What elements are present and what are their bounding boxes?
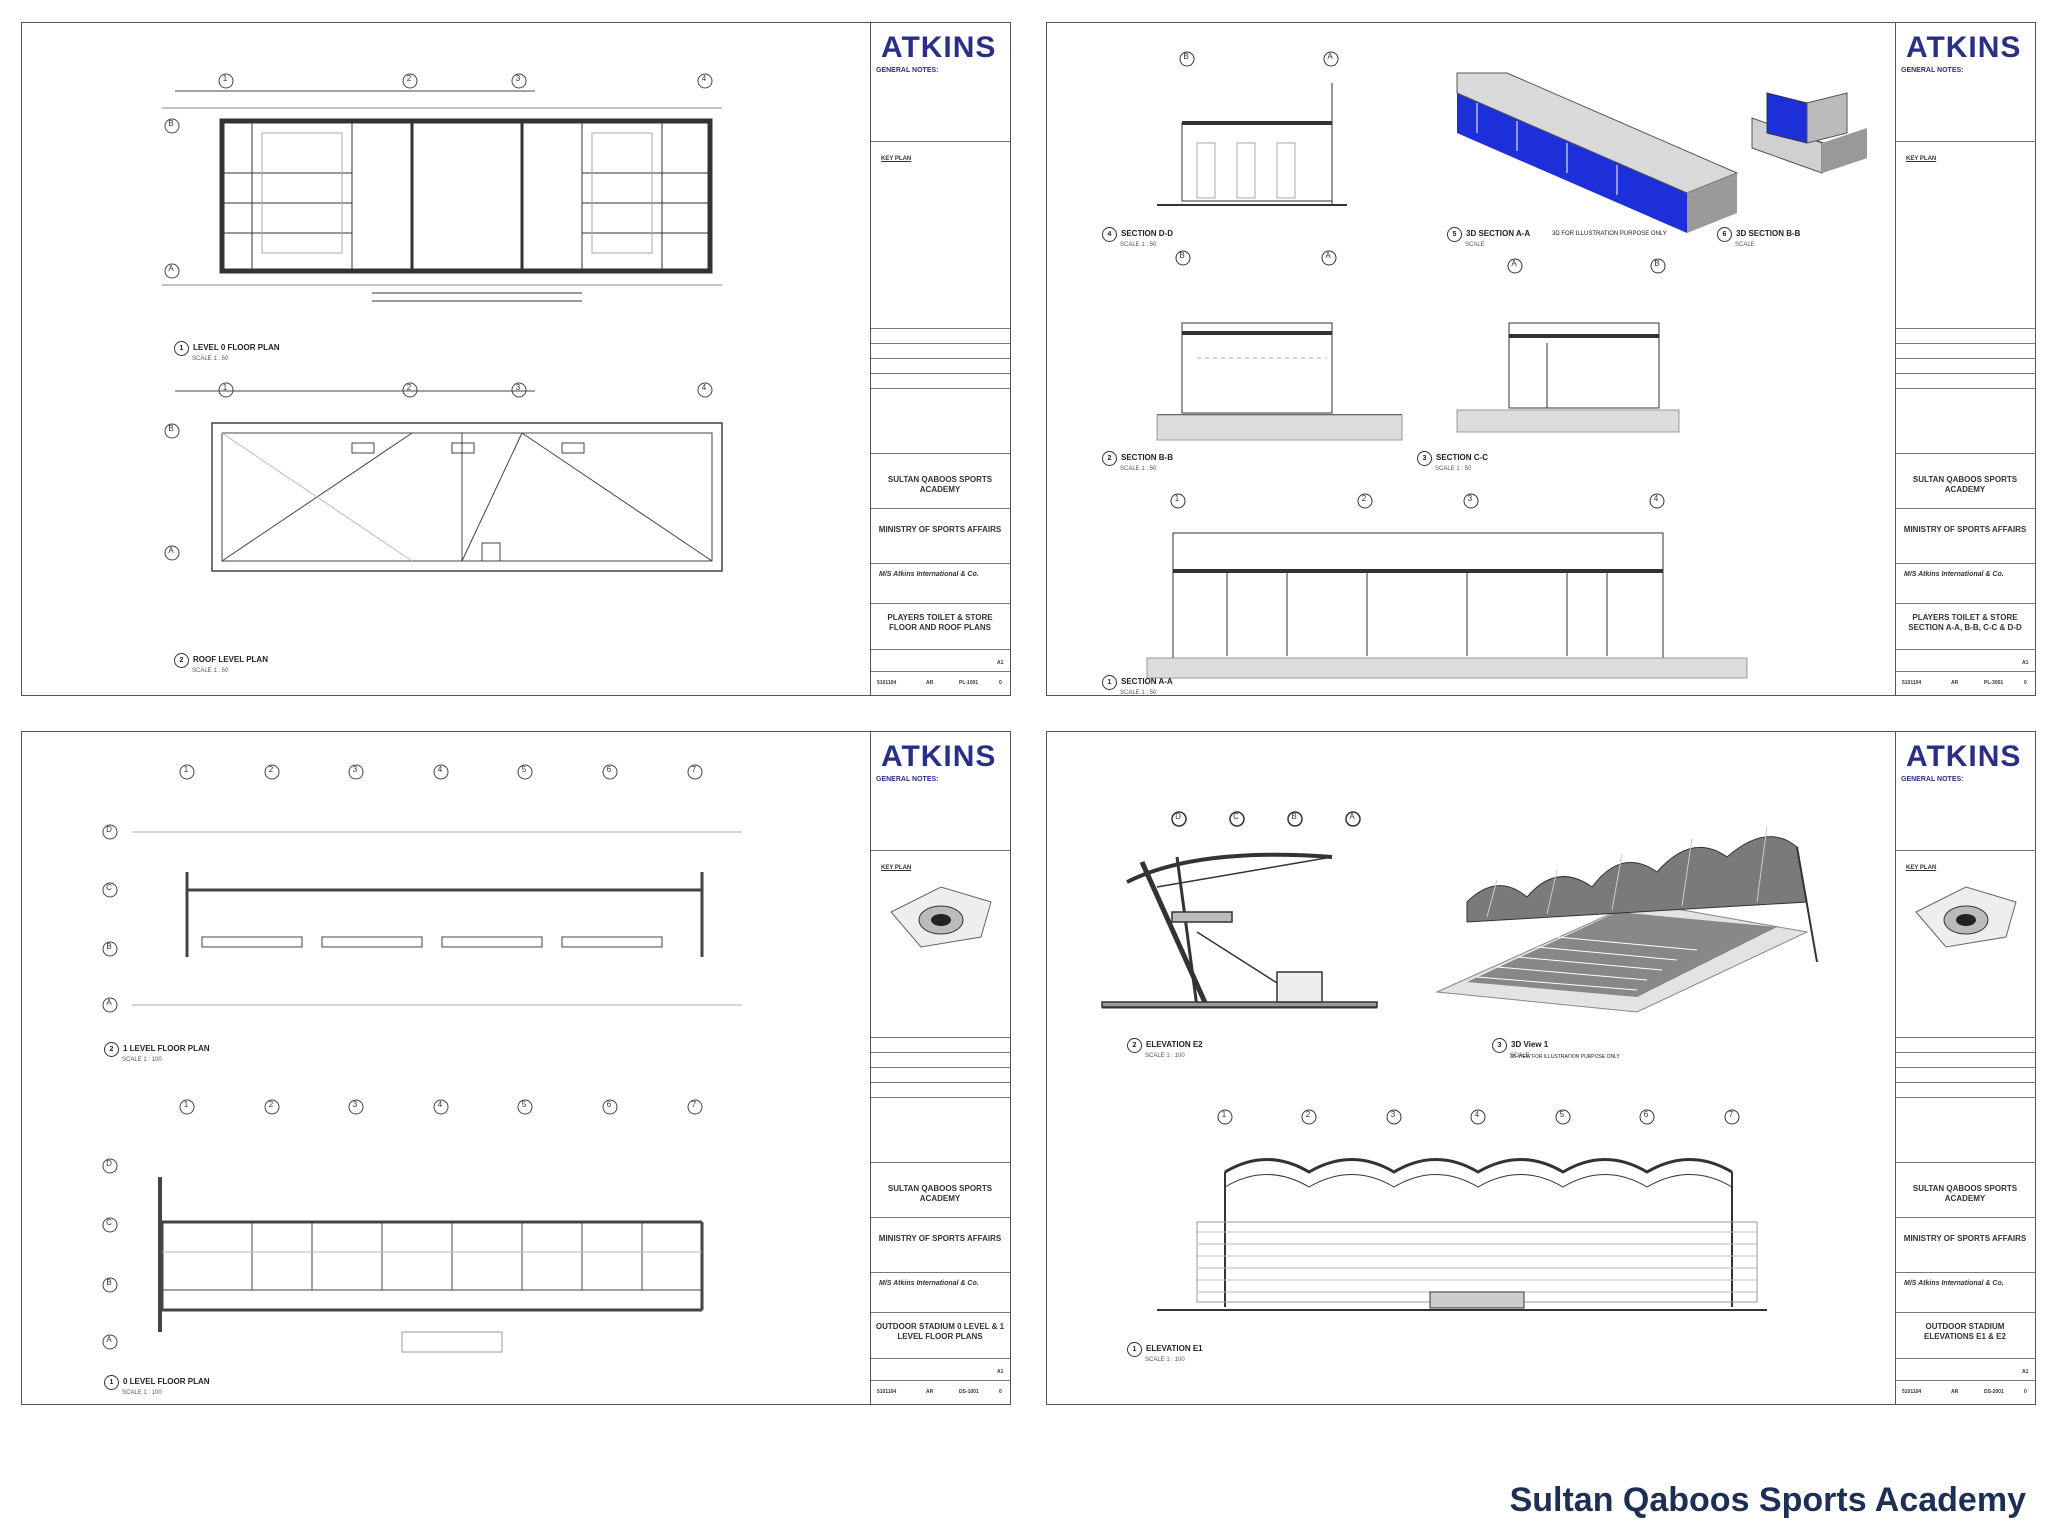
grid-bubble-label: A <box>1511 259 1517 268</box>
grid-bubble-label: 7 <box>1728 1110 1734 1119</box>
grid-bubble-label: 3 <box>515 383 521 392</box>
grid-bubble-label: 2 <box>1361 494 1367 503</box>
grid-bubble-label: 5 <box>521 1100 527 1109</box>
grid-bubble-label: 3 <box>352 1100 358 1109</box>
grid-bubble-label: 7 <box>691 1100 697 1109</box>
grid-bubble-label: A <box>106 1335 112 1344</box>
grid-bubble-label: 4 <box>437 765 443 774</box>
grid-bubble-label: 1 <box>183 1100 189 1109</box>
grid-bubble-label: B <box>1654 259 1660 268</box>
grid-bubble-label: 2 <box>406 383 412 392</box>
illustration-note: 3D VIEW FOR ILLUSTRATION PURPOSE ONLY <box>1510 1054 1620 1060</box>
grid-bubble-label: B <box>1183 52 1189 61</box>
grid-bubble-label: 5 <box>1559 1110 1565 1119</box>
grid-bubble-label: 4 <box>701 383 707 392</box>
grid-bubble-label: A <box>168 546 174 555</box>
grid-bubble-label: B <box>168 119 174 128</box>
grid-bubble-label: 5 <box>521 765 527 774</box>
title-block: ATKINS GENERAL NOTES: KEY PLAN SULTAN QA… <box>870 23 1010 695</box>
grid-bubble-label: C <box>106 1218 112 1227</box>
grid-bubble-label: 4 <box>701 74 707 83</box>
grid-bubble-label: B <box>106 1278 112 1287</box>
grid-bubble-label: 1 <box>183 765 189 774</box>
illustration-note: 3D FOR ILLUSTRATION PURPOSE ONLY <box>1552 231 1667 237</box>
grid-bubble-label: 6 <box>606 1100 612 1109</box>
grid-bubble-label: 1 <box>1174 494 1180 503</box>
grid-bubble-label: 3 <box>352 765 358 774</box>
grid-bubble-label: D <box>106 825 112 834</box>
stadium-plans-drawing <box>102 764 742 1353</box>
grid-bubble-label: B <box>1179 251 1185 260</box>
atkins-logo: ATKINS <box>1906 740 2022 773</box>
sections-drawing <box>1146 51 1867 679</box>
grid-bubble-label: A <box>106 998 112 1007</box>
grid-bubble-label: 2 <box>1305 1110 1311 1119</box>
grid-bubble-label: 2 <box>268 765 274 774</box>
atkins-logo: ATKINS <box>881 31 997 64</box>
atkins-logo: ATKINS <box>881 740 997 773</box>
key-plan-map-icon <box>1915 886 2017 948</box>
grid-bubble-label: B <box>1291 812 1297 821</box>
title-block: ATKINS GENERAL NOTES: KEY PLAN SULTAN QA… <box>1895 23 2035 695</box>
grid-bubble-label: 4 <box>1653 494 1659 503</box>
grid-bubble-label: 3 <box>1467 494 1473 503</box>
grid-bubble-label: 6 <box>606 765 612 774</box>
grid-bubble-label: C <box>1233 812 1239 821</box>
grid-bubble-label: A <box>1349 812 1355 821</box>
grid-bubble-label: 3 <box>515 74 521 83</box>
grid-bubble-label: 3 <box>1390 1110 1396 1119</box>
grid-bubble-label: D <box>1175 812 1181 821</box>
grid-bubble-label: 1 <box>222 74 228 83</box>
grid-bubble-label: 2 <box>406 74 412 83</box>
grid-bubble-label: D <box>106 1159 112 1168</box>
stadium-elevations-drawing <box>1101 811 1818 1311</box>
grid-bubble-label: 4 <box>1474 1110 1480 1119</box>
grid-bubble-label: A <box>1327 52 1333 61</box>
grid-bubble-label: A <box>168 264 174 273</box>
grid-bubble-label: 1 <box>1221 1110 1227 1119</box>
footer-title: Sultan Qaboos Sports Academy <box>1509 1481 2026 1519</box>
grid-bubble-label: B <box>106 942 112 951</box>
grid-bubble-label: 6 <box>1643 1110 1649 1119</box>
grid-bubble-label: C <box>106 883 112 892</box>
grid-bubble-label: B <box>168 424 174 433</box>
grid-bubble-label: 7 <box>691 765 697 774</box>
grid-bubble-label: 1 <box>222 383 228 392</box>
title-block: ATKINS GENERAL NOTES: KEY PLAN SULTAN QA… <box>870 732 1010 1404</box>
grid-bubble-label: 4 <box>437 1100 443 1109</box>
grid-bubble-label: 2 <box>268 1100 274 1109</box>
atkins-logo: ATKINS <box>1906 31 2022 64</box>
grid-bubble-label: A <box>1325 251 1331 260</box>
floor-roof-drawing <box>162 73 723 572</box>
title-block: ATKINS GENERAL NOTES: KEY PLAN SULTAN QA… <box>1895 732 2035 1404</box>
key-plan-map-icon <box>890 886 992 948</box>
